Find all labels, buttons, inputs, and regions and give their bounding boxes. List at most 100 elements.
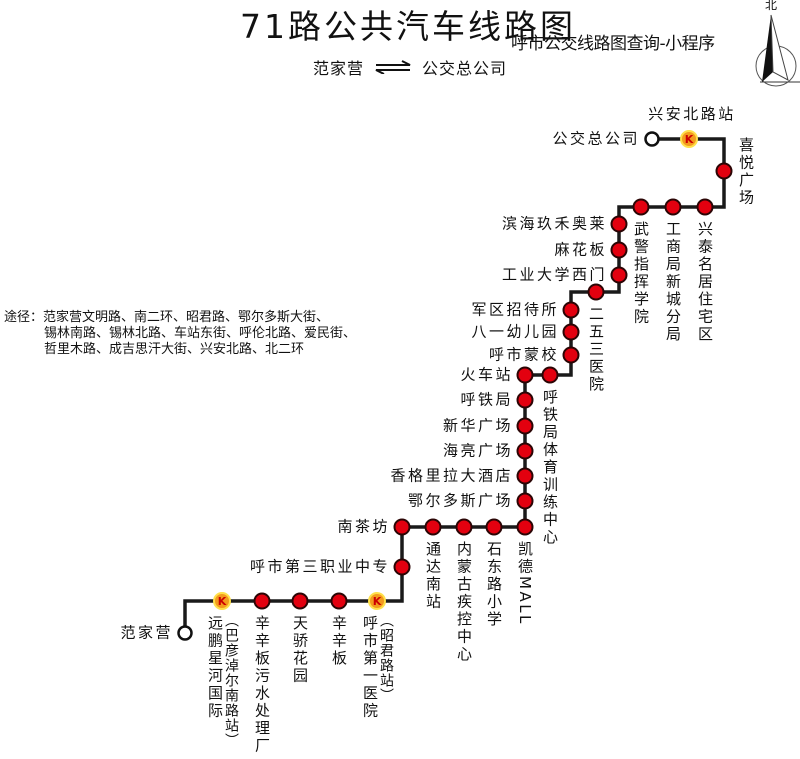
stop-marker[interactable] — [393, 558, 411, 576]
origin-terminal: 范家营 — [313, 59, 365, 78]
stop-label[interactable]: 石东路小学 — [485, 541, 503, 629]
stop-label[interactable]: 新华广场 — [442, 416, 513, 435]
stop-alt-name[interactable]: （巴彦淖尔南路站） — [223, 613, 239, 748]
stop-dot-icon — [393, 518, 411, 536]
stop-dot-icon — [610, 215, 628, 233]
stop-marker[interactable] — [516, 467, 534, 485]
stop-marker[interactable] — [632, 198, 650, 216]
stop-marker[interactable] — [516, 518, 534, 536]
route-line — [183, 137, 726, 633]
stop-dot-icon — [610, 241, 628, 259]
stop-dot-icon — [632, 198, 650, 216]
terminal-stop[interactable] — [177, 625, 193, 641]
stop-marker[interactable] — [610, 241, 628, 259]
stop-marker[interactable] — [610, 266, 628, 284]
stop-dot-icon — [516, 492, 534, 510]
stop-label[interactable]: 鄂尔多斯广场 — [407, 491, 513, 510]
terminal-circle-icon — [644, 131, 660, 147]
stop-label[interactable]: 呼铁局体育训练中心 — [541, 389, 559, 547]
route-description-line: 哲里木路、成吉思汗大街、兴安北路、北二环 — [44, 342, 305, 357]
stop-marker[interactable] — [516, 442, 534, 460]
hub-k-glyph-icon: K — [373, 595, 382, 608]
stop-label[interactable]: 远鹏星河国际 — [206, 615, 224, 720]
stop-label[interactable]: 南茶坊 — [337, 517, 390, 536]
stop-marker[interactable] — [664, 198, 682, 216]
stop-marker[interactable] — [455, 518, 473, 536]
stop-label[interactable]: 军区招待所 — [471, 300, 559, 319]
route-description: 途径：范家营文明路、南二环、昭君路、鄂尔多斯大街、 锡林南路、锡林北路、车站东街… — [4, 310, 356, 358]
bidirectional-arrows-icon — [375, 60, 411, 74]
route-description-label: 途径： — [4, 310, 44, 325]
destination-terminal: 公交总公司 — [422, 59, 508, 78]
stop-marker[interactable] — [291, 592, 309, 610]
hub-stop[interactable]: K — [368, 592, 386, 610]
stop-dot-icon — [455, 518, 473, 536]
page-title: 71路公共汽车线路图 — [240, 7, 576, 46]
stop-label[interactable]: 海亮广场 — [442, 441, 513, 460]
stop-dot-icon — [291, 592, 309, 610]
stop-marker[interactable] — [516, 417, 534, 435]
stop-marker[interactable] — [610, 215, 628, 233]
stop-label[interactable]: 公交总公司 — [552, 129, 640, 148]
stop-marker[interactable] — [393, 518, 411, 536]
stop-marker[interactable] — [485, 518, 503, 536]
stop-marker[interactable] — [587, 283, 605, 301]
stop-label[interactable]: 八一幼儿园 — [471, 322, 559, 341]
stop-marker[interactable] — [562, 346, 580, 364]
stop-label[interactable]: 通达南站 — [424, 541, 442, 611]
stop-dot-icon — [541, 366, 559, 384]
stop-dot-icon — [485, 518, 503, 536]
stop-alt-name[interactable]: （昭君路站） — [378, 613, 394, 703]
stop-label[interactable]: 辛辛板污水处理厂 — [253, 615, 271, 755]
stop-label[interactable]: 滨海玖禾奥莱 — [501, 214, 607, 233]
hub-stop[interactable]: K — [680, 130, 698, 148]
stop-label[interactable]: 工商局新城分局 — [664, 221, 682, 344]
stop-label[interactable]: 香格里拉大酒店 — [390, 466, 513, 485]
stop-marker[interactable] — [516, 366, 534, 384]
stop-label[interactable]: 麻花板 — [554, 240, 607, 259]
hub-k-glyph-icon: K — [218, 595, 227, 608]
stop-marker[interactable] — [516, 492, 534, 510]
stop-dot-icon — [516, 467, 534, 485]
stop-label[interactable]: 呼市第一医院 — [361, 615, 379, 720]
hub-station-icon — [213, 592, 231, 610]
stop-label[interactable]: 内蒙古疾控中心 — [455, 541, 473, 664]
stop-label[interactable]: 呼铁局 — [460, 390, 513, 409]
stop-label[interactable]: 辛辛板 — [330, 615, 348, 668]
hub-station-icon — [368, 592, 386, 610]
stop-label[interactable]: 二五三医院 — [587, 306, 605, 394]
stop-dot-icon — [610, 266, 628, 284]
stop-marker[interactable] — [562, 301, 580, 319]
watermark: 呼市公交线路图查询-小程序 — [511, 34, 715, 54]
stop-label[interactable]: 武警指挥学院 — [632, 221, 650, 326]
stop-dot-icon — [516, 417, 534, 435]
stop-label[interactable]: 凯德MALL — [516, 541, 534, 626]
stop-marker[interactable] — [330, 592, 348, 610]
stop-label[interactable]: 呼市蒙校 — [488, 345, 559, 364]
stop-marker[interactable] — [696, 198, 714, 216]
stop-label[interactable]: 兴安北路站 — [648, 105, 736, 123]
stop-dot-icon — [424, 518, 442, 536]
stop-marker[interactable] — [715, 162, 733, 180]
stop-label[interactable]: 火车站 — [460, 365, 513, 384]
stop-label[interactable]: 范家营 — [120, 623, 173, 642]
stop-marker[interactable] — [541, 366, 559, 384]
stop-label[interactable]: 喜悦广场 — [737, 137, 755, 207]
route-description-line: 锡林南路、锡林北路、车站东街、呼伦北路、爱民街、 — [44, 326, 357, 341]
stop-label[interactable]: 兴泰名居住宅区 — [696, 221, 714, 344]
stop-label[interactable]: 天骄花园 — [291, 615, 309, 685]
stop-marker[interactable] — [253, 592, 271, 610]
stop-marker[interactable] — [516, 391, 534, 409]
stop-marker[interactable] — [562, 323, 580, 341]
stop-label[interactable]: 工业大学西门 — [501, 265, 607, 284]
hub-stop[interactable]: K — [213, 592, 231, 610]
stop-dot-icon — [696, 198, 714, 216]
stop-dot-icon — [562, 346, 580, 364]
stop-marker[interactable] — [424, 518, 442, 536]
stop-dot-icon — [330, 592, 348, 610]
stop-dot-icon — [516, 442, 534, 460]
terminal-stop[interactable] — [644, 131, 660, 147]
stop-label[interactable]: 呼市第三职业中专 — [249, 557, 390, 576]
